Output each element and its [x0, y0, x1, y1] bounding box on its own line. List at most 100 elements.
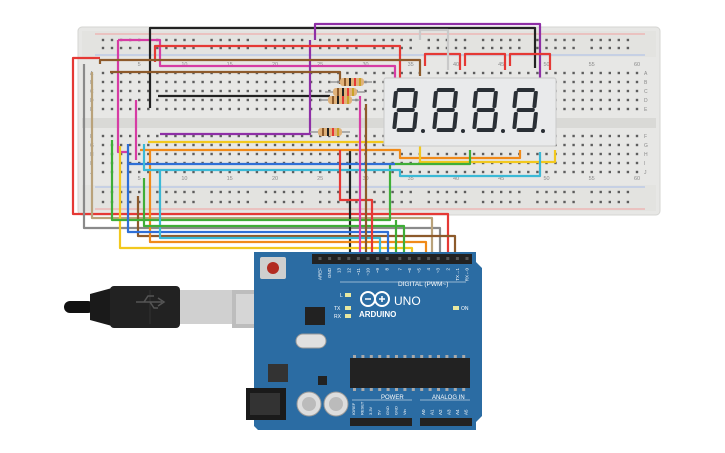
breadboard-hole[interactable] [617, 200, 620, 204]
breadboard-hole[interactable] [445, 190, 449, 194]
breadboard-hole[interactable] [300, 80, 304, 84]
breadboard-hole[interactable] [273, 107, 277, 111]
breadboard-hole[interactable] [101, 190, 105, 194]
breadboard-hole[interactable] [382, 152, 385, 156]
breadboard-hole[interactable] [491, 200, 494, 204]
breadboard-hole[interactable] [400, 38, 403, 42]
wire-green-2[interactable] [142, 178, 406, 256]
breadboard-hole[interactable] [319, 46, 322, 50]
breadboard-hole[interactable] [192, 143, 195, 147]
breadboard-hole[interactable] [599, 152, 602, 156]
breadboard-hole[interactable] [138, 46, 141, 50]
wire-white[interactable] [418, 28, 450, 70]
power-jack[interactable] [246, 388, 286, 420]
breadboard-hole[interactable] [563, 89, 566, 93]
breadboard-hole[interactable] [545, 152, 548, 156]
breadboard-hole[interactable] [500, 71, 503, 75]
breadboard-hole[interactable] [201, 80, 204, 84]
breadboard-hole[interactable] [581, 161, 584, 165]
breadboard-hole[interactable] [165, 89, 168, 93]
breadboard-hole[interactable] [328, 200, 331, 204]
breadboard-hole[interactable] [599, 143, 602, 147]
breadboard-hole[interactable] [463, 38, 467, 42]
breadboard-hole[interactable] [210, 152, 213, 156]
breadboard-hole[interactable] [545, 190, 548, 194]
breadboard-hole[interactable] [119, 170, 123, 174]
breadboard-hole[interactable] [192, 89, 195, 93]
breadboard-hole[interactable] [364, 71, 367, 75]
breadboard-hole[interactable] [183, 98, 186, 102]
breadboard-hole[interactable] [192, 200, 195, 204]
breadboard-hole[interactable] [282, 134, 286, 138]
breadboard-hole[interactable] [129, 107, 132, 111]
breadboard-hole[interactable] [119, 134, 123, 138]
breadboard-hole[interactable] [346, 134, 349, 138]
wire-orange[interactable] [140, 148, 522, 256]
breadboard-hole[interactable] [599, 161, 602, 165]
breadboard-hole[interactable] [608, 134, 611, 138]
breadboard-hole[interactable] [590, 98, 593, 102]
header-pin[interactable] [328, 257, 332, 260]
breadboard-hole[interactable] [382, 71, 385, 75]
breadboard-hole[interactable] [219, 89, 222, 93]
breadboard-hole[interactable] [563, 190, 566, 194]
breadboard-hole[interactable] [608, 89, 611, 93]
breadboard-hole[interactable] [635, 98, 639, 102]
breadboard-hole[interactable] [355, 200, 358, 204]
breadboard-hole[interactable] [545, 170, 548, 174]
breadboard-hole[interactable] [300, 170, 304, 174]
breadboard-hole[interactable] [373, 170, 376, 174]
wire-red-pin[interactable] [338, 150, 374, 256]
breadboard-hole[interactable] [210, 143, 213, 147]
breadboard-hole[interactable] [300, 190, 304, 194]
breadboard-hole[interactable] [319, 200, 322, 204]
breadboard-hole[interactable] [210, 38, 213, 42]
wire-red-top-2[interactable] [423, 52, 462, 70]
breadboard-hole[interactable] [554, 38, 557, 42]
breadboard-hole[interactable] [572, 170, 575, 174]
breadboard-hole[interactable] [626, 170, 630, 174]
breadboard-hole[interactable] [138, 152, 141, 156]
breadboard-hole[interactable] [237, 170, 240, 174]
header-pin[interactable] [318, 257, 322, 260]
breadboard-hole[interactable] [110, 89, 114, 93]
breadboard-hole[interactable] [436, 38, 440, 42]
breadboard-hole[interactable] [626, 200, 630, 204]
breadboard-hole[interactable] [373, 200, 376, 204]
breadboard-hole[interactable] [391, 200, 394, 204]
breadboard-hole[interactable] [635, 107, 639, 111]
breadboard-hole[interactable] [101, 46, 105, 50]
breadboard-hole[interactable] [563, 134, 566, 138]
header-pin[interactable] [446, 257, 450, 260]
breadboard-hole[interactable] [436, 71, 440, 75]
breadboard-hole[interactable] [264, 38, 268, 42]
breadboard-hole[interactable] [346, 152, 349, 156]
breadboard-hole[interactable] [156, 89, 159, 93]
breadboard-hole[interactable] [590, 71, 593, 75]
breadboard-hole[interactable] [500, 190, 503, 194]
breadboard-hole[interactable] [626, 143, 630, 147]
breadboard-hole[interactable] [527, 152, 530, 156]
breadboard-hole[interactable] [129, 98, 132, 102]
breadboard-hole[interactable] [491, 38, 494, 42]
breadboard-hole[interactable] [346, 190, 349, 194]
breadboard-hole[interactable] [545, 38, 548, 42]
breadboard-hole[interactable] [228, 152, 231, 156]
breadboard-hole[interactable] [237, 152, 240, 156]
breadboard-hole[interactable] [382, 46, 385, 50]
breadboard-hole[interactable] [554, 71, 557, 75]
breadboard-hole[interactable] [328, 89, 331, 93]
breadboard-hole[interactable] [192, 80, 195, 84]
breadboard-hole[interactable] [572, 98, 575, 102]
breadboard-hole[interactable] [237, 134, 240, 138]
breadboard-hole[interactable] [273, 46, 277, 50]
breadboard-hole[interactable] [282, 107, 286, 111]
breadboard-hole[interactable] [101, 200, 105, 204]
usb-b-cable-icon[interactable] [64, 286, 292, 328]
breadboard-hole[interactable] [282, 152, 286, 156]
breadboard-hole[interactable] [400, 170, 403, 174]
breadboard-hole[interactable] [373, 143, 376, 147]
breadboard-hole[interactable] [138, 134, 141, 138]
breadboard-hole[interactable] [500, 38, 503, 42]
breadboard-hole[interactable] [110, 38, 114, 42]
